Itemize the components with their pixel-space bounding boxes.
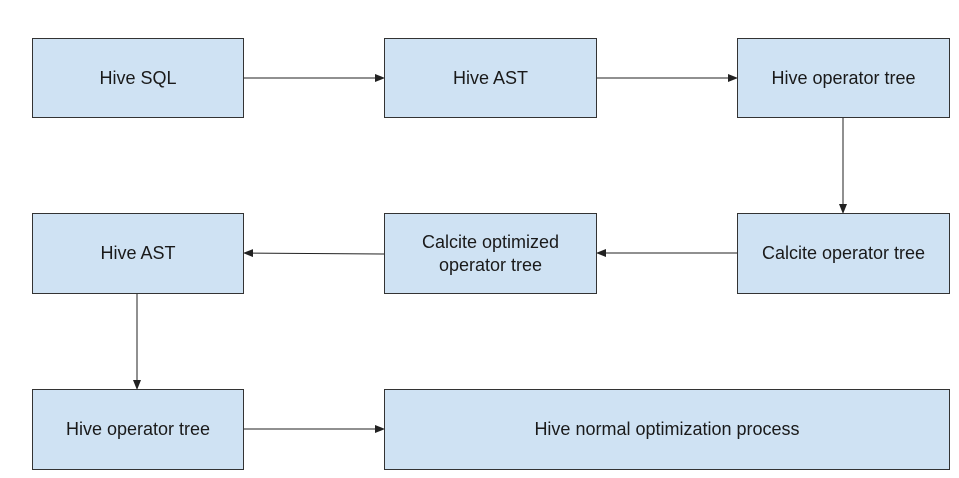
node-label: Hive AST [100,243,176,263]
node-hive-operator-tree-second: Hive operator tree [32,389,244,470]
node-label: Hive AST [452,67,529,88]
node-hive-normal-optimization-process: Hive normal optimization process [384,389,950,470]
node-calcite-operator-tree: Calcite operator tree [737,213,950,294]
node-label: Calcite optimized operator tree [421,231,560,275]
node-label: Hive operator tree [65,419,211,439]
node-label: Hive SQL [99,67,177,88]
node-hive-ast-second: Hive AST [32,213,244,294]
node-hive-ast: Hive AST [384,38,597,118]
node-calcite-optimized-operator-tree: Calcite optimized operator tree [384,213,597,294]
node-hive-operator-tree: Hive operator tree [737,38,950,118]
edge-calcite-optimized-to-hive-ast [243,249,385,258]
node-label: Calcite operator tree [761,243,926,263]
node-hive-sql: Hive SQL [32,38,244,118]
node-label: Hive normal optimization process [534,419,800,439]
node-label: Hive operator tree [771,67,916,88]
